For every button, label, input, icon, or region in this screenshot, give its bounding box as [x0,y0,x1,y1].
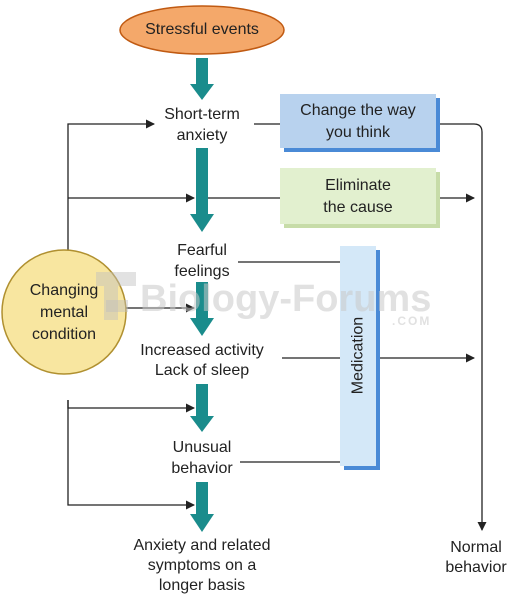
watermark-suffix: .COM [392,314,432,328]
medication-box [340,246,380,470]
change-the-way-you-think-label: Change the way you think [300,102,416,141]
outcome-lines [208,123,487,531]
stressful-events-label: Stressful events [145,21,259,38]
changing-mental-condition-circle [1,249,127,375]
flow-arrow-5 [190,482,214,532]
flow-arrow-1 [190,58,214,100]
flow-arrow-2 [190,148,214,232]
feedback-lines [67,119,195,510]
fearful-feelings-label: Fearful feelings [174,242,230,280]
stressful-events-oval [119,5,285,55]
medication-label: Medication [349,316,367,395]
anxiety-longer-basis-label: Anxiety and related symptoms on a longer… [133,537,271,594]
short-term-anxiety-label: Short-term anxiety [164,106,240,144]
normal-behavior-label: Normal behavior [445,539,507,576]
watermark-text: Biology-Forums [140,278,432,320]
watermark-dna-icon [96,272,136,320]
main-flow-arrows [190,58,214,532]
flow-arrow-4 [190,384,214,432]
eliminate-the-cause-label: Eliminate the cause [323,177,393,216]
increased-activity-lack-of-sleep-label: Increased activity Lack of sleep [122,341,282,381]
changing-mental-condition-label: Changing mental condition [29,282,99,343]
flow-arrow-3 [190,282,214,336]
change-the-way-you-think-box [280,94,440,152]
unusual-behavior-label: Unusual behavior [171,439,233,477]
eliminate-the-cause-box [280,168,440,228]
